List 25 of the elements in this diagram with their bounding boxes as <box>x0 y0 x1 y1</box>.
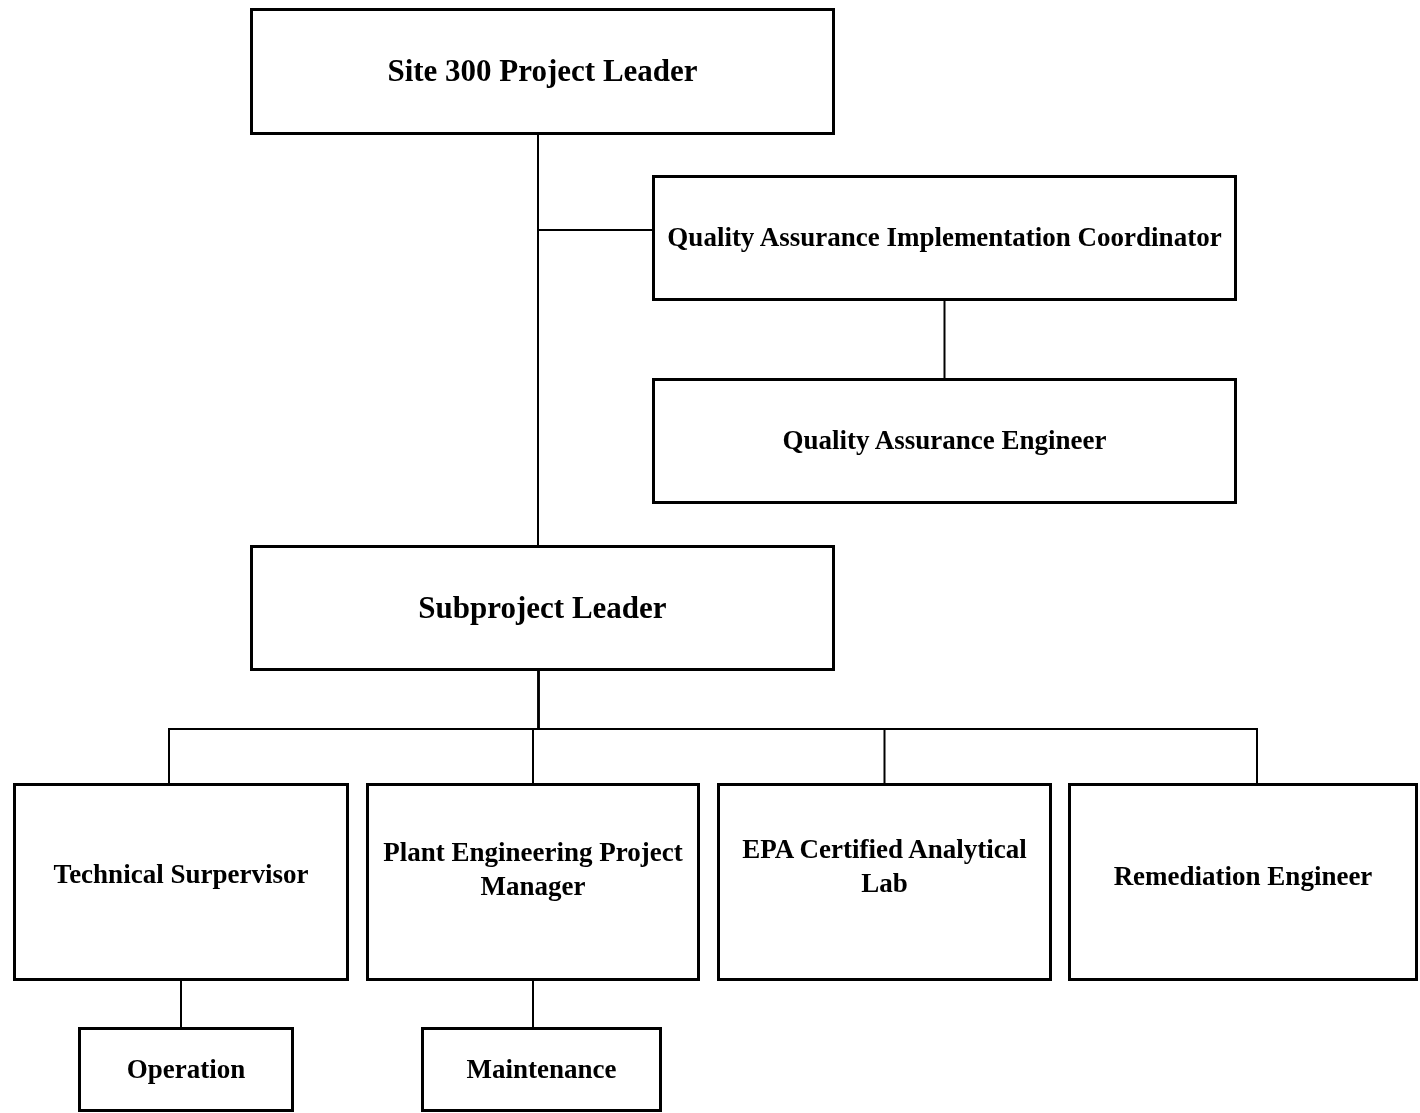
role-title: Plant Engineering Project Manager <box>382 836 684 903</box>
connector-line <box>532 980 534 1028</box>
role-title: Site 300 Project Leader <box>387 52 698 91</box>
role-box <box>366 783 700 981</box>
role-title: EPA Certified Analytical Lab <box>741 833 1028 900</box>
connector-line <box>537 670 1258 784</box>
role-title: Maintenance <box>466 1052 617 1086</box>
role-title: Remediation Engineer <box>1113 860 1373 894</box>
role-title: Quality Assurance Implementation Coordinator <box>667 221 1222 255</box>
role-box <box>652 175 1237 301</box>
role-box <box>250 545 835 671</box>
role-box <box>78 1027 294 1112</box>
role-title: Quality Assurance Engineer <box>782 424 1107 458</box>
role-box <box>13 783 349 981</box>
role-box <box>421 1027 662 1112</box>
connector-line <box>537 134 653 231</box>
role-title: Subproject Leader <box>418 588 667 627</box>
role-box <box>1068 783 1418 981</box>
role-title: Technical Surpervisor <box>53 858 309 892</box>
role-title: Operation <box>126 1052 246 1086</box>
connector-line <box>180 980 182 1028</box>
role-box <box>250 8 835 135</box>
connector-line <box>943 300 946 379</box>
role-box <box>717 783 1052 981</box>
role-box <box>652 378 1237 504</box>
